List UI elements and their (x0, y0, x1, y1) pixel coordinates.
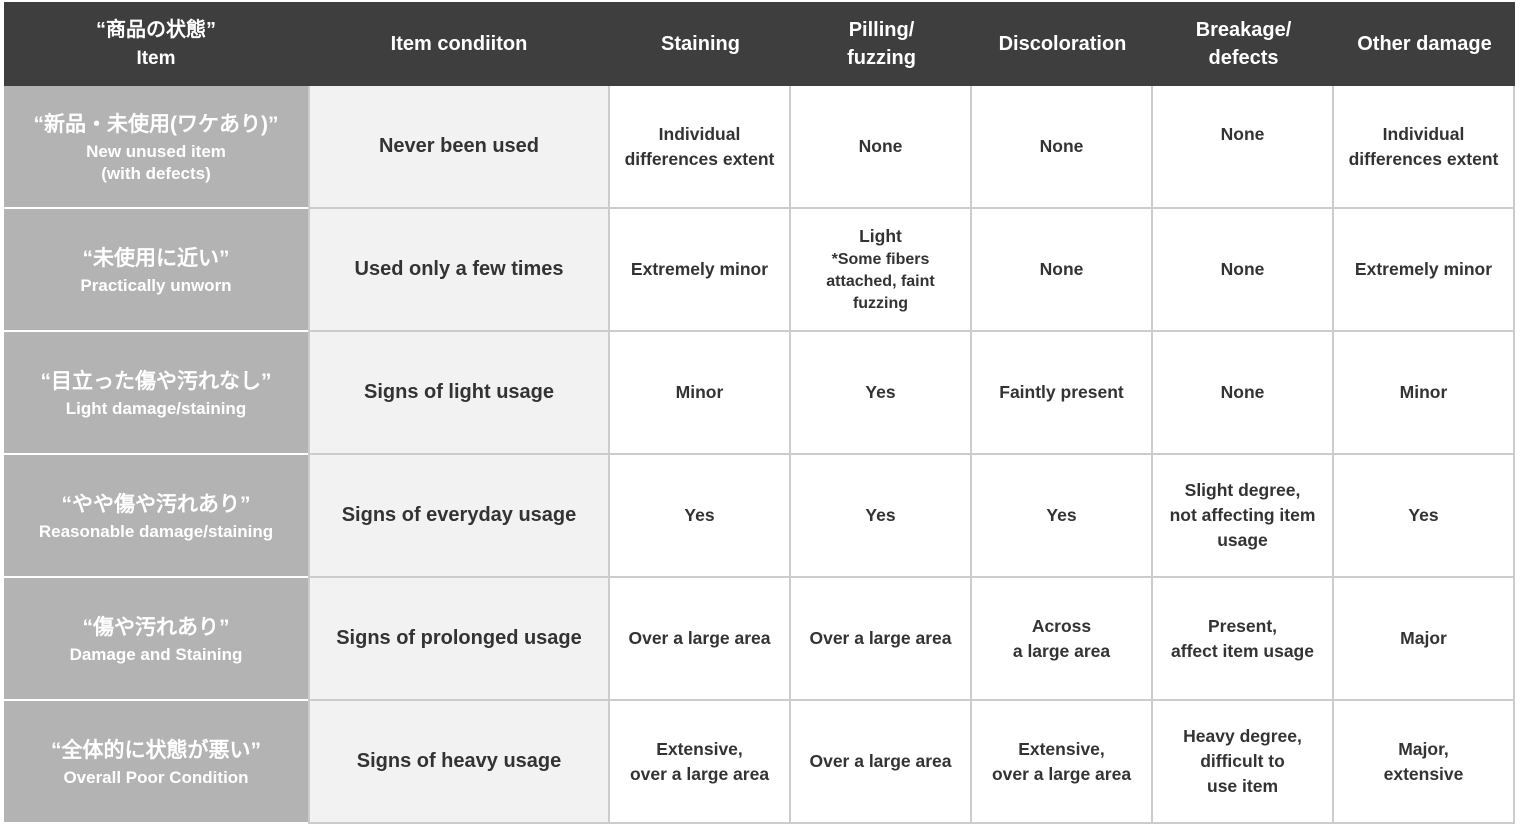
staining-cell: Individual differences extent (610, 86, 791, 209)
condition-cell: Signs of prolonged usage (308, 578, 610, 701)
staining-cell: Minor (610, 332, 791, 455)
item-en-label: New unused item (with defects) (86, 141, 226, 183)
header-discoloration-label: Discoloration (998, 33, 1127, 55)
condition-table: “商品の状態” Item Item condiiton Staining Pil… (4, 2, 1515, 824)
row-item: “新品・未使用(ワケあり)” New unused item (with def… (4, 86, 308, 209)
breakage-cell: None (1153, 209, 1334, 332)
item-jp-label: “やや傷や汚れあり” (61, 492, 251, 516)
other-cell: Minor (1334, 332, 1515, 455)
header-other: Other damage (1334, 2, 1515, 86)
condition-cell: Signs of light usage (308, 332, 610, 455)
breakage-cell: Present, affect item usage (1153, 578, 1334, 701)
other-cell: Yes (1334, 455, 1515, 578)
header-pilling: Pilling/ fuzzing (791, 2, 972, 86)
condition-cell: Signs of everyday usage (308, 455, 610, 578)
header-pilling-label: Pilling/ fuzzing (847, 19, 916, 69)
item-en-label: Damage and Staining (69, 644, 243, 664)
other-cell: Major, extensive (1334, 701, 1515, 824)
pilling-cell: Yes (791, 332, 972, 455)
pilling-note: *Some fibers attached, faint fuzzing (826, 251, 935, 312)
staining-cell: Over a large area (610, 578, 791, 701)
condition-cell: Used only a few times (308, 209, 610, 332)
header-condition: Item condiiton (308, 2, 610, 86)
item-en-label: Reasonable damage/staining (38, 521, 274, 541)
breakage-cell: Heavy degree, difficult to use item (1153, 701, 1334, 824)
header-item-en: Item (136, 48, 176, 69)
discoloration-cell: Faintly present (972, 332, 1153, 455)
row-item: “全体的に状態が悪い” Overall Poor Condition (4, 701, 308, 824)
item-en-label: Light damage/staining (65, 398, 247, 418)
discoloration-cell: None (972, 86, 1153, 209)
row-item: “未使用に近い” Practically unworn (4, 209, 308, 332)
pilling-cell: Over a large area (791, 578, 972, 701)
pilling-cell: Over a large area (791, 701, 972, 824)
other-cell: Extremely minor (1334, 209, 1515, 332)
header-breakage-label: Breakage/ defects (1195, 19, 1292, 69)
row-item: “傷や汚れあり” Damage and Staining (4, 578, 308, 701)
pilling-cell: Yes (791, 455, 972, 578)
item-en-label: Practically unworn (80, 275, 232, 295)
item-jp-label: “全体的に状態が悪い” (51, 738, 261, 762)
staining-cell: Yes (610, 455, 791, 578)
header-other-label: Other damage (1357, 33, 1492, 55)
condition-cell: Signs of heavy usage (308, 701, 610, 824)
condition-cell: Never been used (308, 86, 610, 209)
header-staining: Staining (610, 2, 791, 86)
breakage-cell: None (1153, 332, 1334, 455)
row-item: “やや傷や汚れあり” Reasonable damage/staining (4, 455, 308, 578)
header-item: “商品の状態” Item (4, 2, 308, 86)
header-discoloration: Discoloration (972, 2, 1153, 86)
discoloration-cell: Across a large area (972, 578, 1153, 701)
other-cell: Major (1334, 578, 1515, 701)
item-jp-label: “目立った傷や汚れなし” (40, 369, 272, 393)
item-jp-label: “未使用に近い” (82, 246, 230, 270)
breakage-cell: Slight degree, not affecting item usage (1153, 455, 1334, 578)
item-en-label: Overall Poor Condition (63, 767, 249, 787)
pilling-cell: Light *Some fibers attached, faint fuzzi… (791, 209, 972, 332)
header-staining-label: Staining (661, 33, 740, 55)
discoloration-cell: Extensive, over a large area (972, 701, 1153, 824)
item-jp-label: “傷や汚れあり” (82, 615, 230, 639)
staining-cell: Extensive, over a large area (610, 701, 791, 824)
other-cell: Individual differences extent (1334, 86, 1515, 209)
pilling-cell: None (791, 86, 972, 209)
header-condition-label: Item condiiton (390, 33, 528, 55)
item-jp-label: “新品・未使用(ワケあり)” (33, 112, 279, 136)
discoloration-cell: None (972, 209, 1153, 332)
discoloration-cell: Yes (972, 455, 1153, 578)
staining-cell: Extremely minor (610, 209, 791, 332)
pilling-value: Light (859, 226, 902, 246)
row-item: “目立った傷や汚れなし” Light damage/staining (4, 332, 308, 455)
header-breakage: Breakage/ defects (1153, 2, 1334, 86)
breakage-cell: None (1153, 86, 1334, 209)
header-item-jp: “商品の状態” (96, 19, 216, 41)
